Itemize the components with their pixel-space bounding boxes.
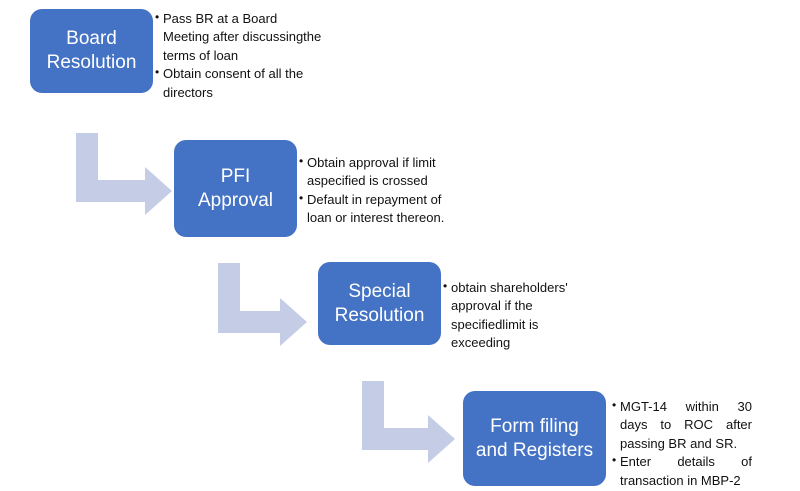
step-title-line: and Registers — [475, 439, 594, 461]
step-title-line: Resolution — [334, 304, 425, 326]
list-item: obtain shareholders' approval if the spe… — [443, 278, 593, 353]
form-filing-box: Form filing and Registers — [463, 391, 606, 486]
step-title-line: Resolution — [46, 52, 137, 73]
list-item: MGT-14 within 30 days to ROC after passi… — [612, 397, 752, 453]
step-title-line: PFI — [220, 165, 251, 187]
list-item: Obtain approval if limit aspecified is c… — [299, 153, 459, 191]
bent-arrow-2 — [218, 263, 307, 346]
step-title-line: Approval — [198, 189, 273, 211]
list-item: Obtain consent of all the directors — [155, 64, 325, 102]
form-filing-notes: MGT-14 within 30 days to ROC after passi… — [612, 397, 752, 490]
pfi-approval-notes: Obtain approval if limit aspecified is c… — [299, 153, 459, 228]
step-title-line: Form filing — [490, 415, 579, 437]
list-item: Enter details of transaction in MBP-2 — [612, 452, 752, 490]
list-item: Pass BR at a Board Meeting after discuss… — [155, 9, 325, 65]
pfi-approval-box: PFI Approval — [174, 140, 297, 237]
bent-arrow-1 — [76, 133, 172, 215]
step-title-line: Special — [348, 280, 411, 302]
board-resolution-box: Board Resolution — [30, 9, 153, 93]
special-resolution-notes: obtain shareholders' approval if the spe… — [443, 278, 593, 353]
step-title-line: Board — [66, 28, 117, 50]
list-item: Default in repayment of loan or interest… — [299, 190, 459, 228]
special-resolution-box: Special Resolution — [318, 262, 441, 345]
board-resolution-notes: Pass BR at a Board Meeting after discuss… — [155, 9, 325, 102]
bent-arrow-3 — [362, 381, 455, 463]
